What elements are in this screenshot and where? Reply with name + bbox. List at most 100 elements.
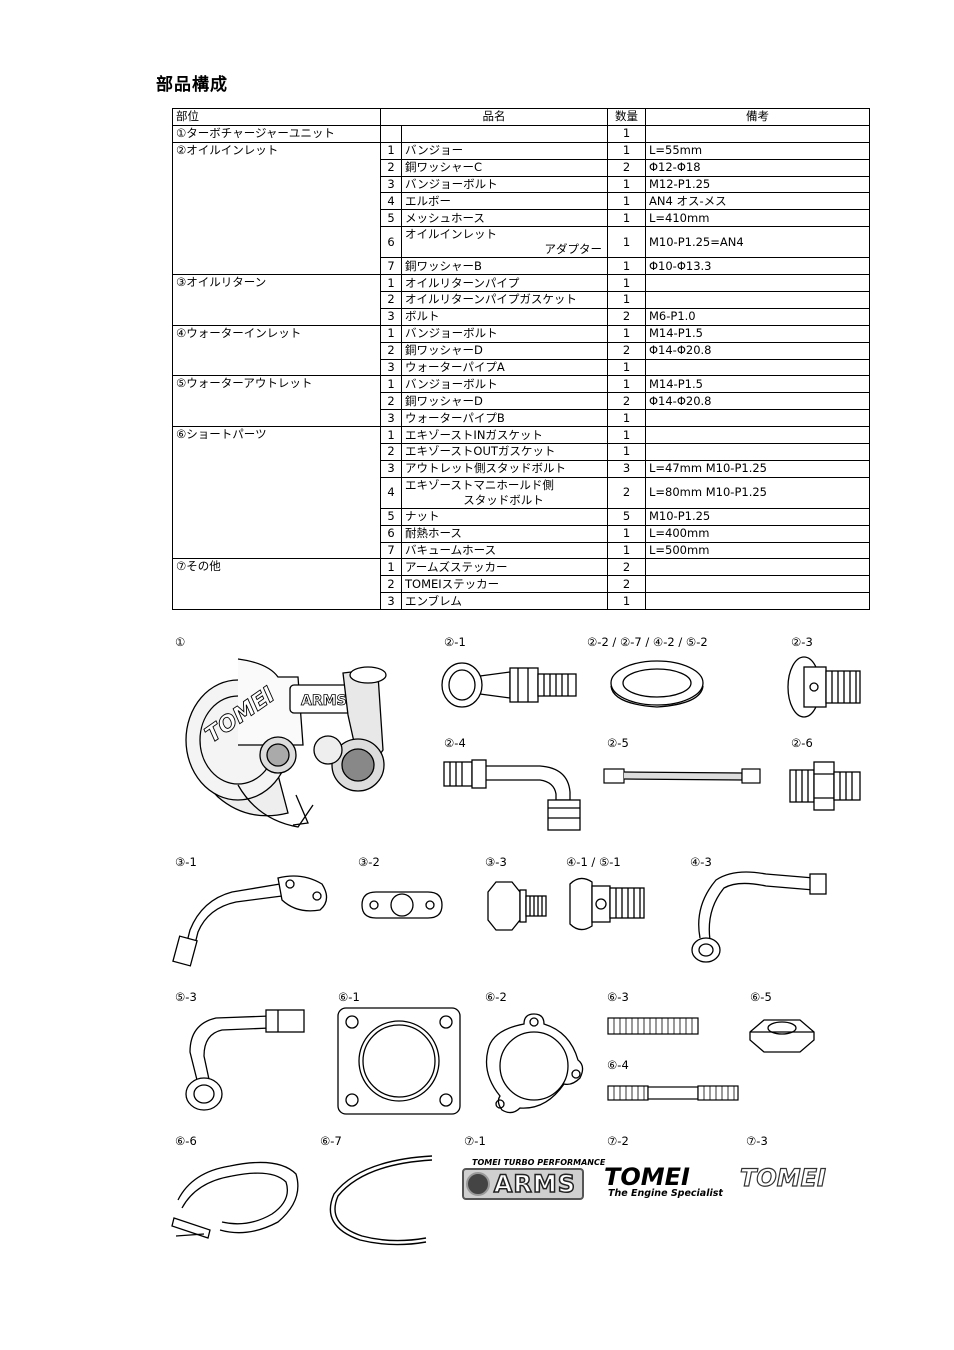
header-qty: 数量 [607,108,646,126]
item-name-line2: アダプター [544,242,603,257]
figure-label: ⑥-3 [607,990,629,1004]
item-qty-cell: 1 [607,426,646,445]
item-qty-cell: 2 [607,476,646,509]
item-qty-cell: 2 [607,575,646,594]
figure-label: ③-2 [358,855,380,869]
item-note-cell [645,274,870,293]
turbocharger-unit-illustration: ARMS TOMEI [185,658,387,828]
figure-label: ②-6 [791,736,813,750]
figure-label: ⑦-1 [464,1134,486,1148]
item-name-cell: メッシュホース [401,209,608,228]
item-qty-cell: 2 [607,158,646,177]
item-number-cell: 2 [380,575,402,594]
item-note-cell: L=55mm [645,141,870,160]
svg-text:ARMS: ARMS [301,693,347,709]
item-qty-cell: 1 [607,274,646,293]
banjo-illustration [441,662,577,708]
item-number-cell: 7 [380,257,402,276]
figure-label: ⑥-2 [485,990,507,1004]
section-part-cell: ③オイルリターン [172,274,381,326]
item-name-cell: アウトレット側スタッドボルト [401,459,608,478]
item-number-cell: 7 [380,541,402,560]
tomei-sticker-logo: TOMEI The Engine Specialist [604,1163,723,1199]
turbine-icon [466,1172,490,1196]
exhaust-in-gasket-illustration [337,1007,461,1115]
figure-label: ⑤-3 [175,990,197,1004]
item-qty-cell: 2 [607,307,646,326]
item-qty-cell: 1 [607,375,646,394]
item-number-cell: 5 [380,507,402,526]
item-name-cell: ボルト [401,307,608,326]
figure-label: ⑥-1 [338,990,360,1004]
item-note-cell [645,291,870,309]
item-note-cell: L=500mm [645,541,870,560]
water-banjo-bolt-illustration [569,877,645,931]
section-part-cell: ②オイルインレット [172,141,381,276]
oil-inlet-adapter-illustration [789,761,861,811]
item-number-cell: 2 [380,341,402,360]
item-number-cell: 1 [380,375,402,394]
item-note-cell: Φ10-Φ13.3 [645,257,870,276]
heat-resistant-hose-illustration [171,1161,299,1239]
item-note-cell: M10-P1.25 [645,507,870,526]
page-title: 部品構成 [156,75,228,95]
item-name-cell: エキゾーストINガスケット [401,426,608,445]
water-pipe-b-illustration [185,1009,305,1111]
oil-return-gasket-illustration [361,891,443,919]
item-qty-cell: 2 [607,392,646,411]
item-qty-cell: 2 [607,341,646,360]
section-part-cell: ④ウォーターインレット [172,324,381,377]
item-name-cell: バンジョーボルト [401,175,608,194]
item-number-cell: 6 [380,524,402,543]
oil-return-pipe-illustration [172,875,328,967]
item-number-cell: 1 [380,426,402,445]
item-name-line1: エキゾーストマニホールド側 [405,477,554,492]
item-note-cell [645,426,870,445]
table-header-row: 部位 品名 数量 備考 [172,108,870,126]
item-note-cell [645,443,870,461]
item-qty-cell: 5 [607,507,646,526]
item-name-cell: バンジョーボルト [401,375,608,394]
stud-bolt-short-illustration [607,1017,699,1035]
item-qty-cell: 1 [607,324,646,343]
copper-washer-illustration [610,660,704,708]
item-number-cell: 4 [380,476,402,509]
item-number-cell: 1 [380,141,402,160]
mesh-hose-illustration [603,768,761,784]
item-qty-cell: 1 [607,541,646,560]
figure-label: ⑦-3 [746,1134,768,1148]
item-name-cell: バンジョー [401,141,608,160]
item-name-cell: 銅ワッシャーC [401,158,608,177]
item-name-cell: TOMEIステッカー [401,575,608,594]
vacuum-hose-illustration [329,1155,433,1246]
item-number-cell: 6 [380,226,402,259]
item-name-cell [401,124,608,143]
arms-sticker-logo: TOMEI TURBO PERFORMANCE ARMS [462,1158,605,1202]
item-name-line1: オイルインレット [405,227,497,242]
section-part-cell: ①ターボチャージャーユニット [172,124,381,143]
banjo-bolt-illustration [787,656,861,718]
item-note-cell [645,558,870,577]
item-note-cell: L=400mm [645,524,870,543]
figure-label: ③-3 [485,855,507,869]
figure-label: ① [175,635,186,649]
figure-label: ②-2 / ②-7 / ④-2 / ⑤-2 [587,635,708,649]
water-pipe-a-illustration [691,871,827,963]
item-number-cell: 3 [380,307,402,326]
figure-label: ②-1 [444,635,466,649]
item-name-cell: オイルインレットアダプター [401,226,608,259]
header-part: 部位 [172,108,381,126]
item-name-cell: オイルリターンパイプ [401,274,608,293]
item-number-cell: 5 [380,209,402,228]
item-qty-cell: 3 [607,459,646,478]
item-name-cell: エキゾーストマニホールド側スタッドボルト [401,476,608,509]
